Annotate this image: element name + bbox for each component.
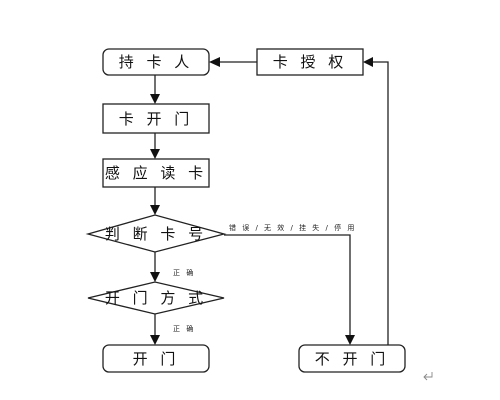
node-judge: 判 断 卡 号 xyxy=(85,214,227,253)
node-no-open-label: 不 开 门 xyxy=(315,350,390,368)
edge-no-open-to-authorize xyxy=(372,61,389,345)
arrowhead-to-authorize xyxy=(363,57,373,67)
node-holder-label: 持 卡 人 xyxy=(119,53,194,71)
node-read-card: 感 应 读 卡 xyxy=(102,158,210,188)
node-authorize: 卡 授 权 xyxy=(256,48,364,76)
node-no-open: 不 开 门 xyxy=(298,344,406,373)
node-read-card-label: 感 应 读 卡 xyxy=(105,164,207,182)
node-mode-label: 开 门 方 式 xyxy=(105,289,207,307)
arrowhead-open-card-to-read-card xyxy=(150,149,160,159)
arrowhead-holder-to-open-card xyxy=(150,94,160,104)
node-authorize-label: 卡 授 权 xyxy=(273,53,348,71)
arrowhead-mode-to-open xyxy=(150,335,160,345)
edge-label-judge-to-mode: 正 确 xyxy=(173,268,195,277)
node-open-label: 开 门 xyxy=(133,350,180,368)
edge-label-judge-to-no-open: 错 误 / 无 效 / 挂 失 / 停 用 xyxy=(229,223,356,232)
arrowhead-authorize-to-holder xyxy=(209,57,220,67)
edge-label-mode-to-open: 正 确 xyxy=(173,324,195,333)
arrowhead-judge-to-no-open xyxy=(345,335,355,345)
arrowhead-judge-to-mode xyxy=(150,272,160,282)
node-open-card: 卡 开 门 xyxy=(102,103,210,134)
node-holder: 持 卡 人 xyxy=(102,48,210,76)
edge-judge-to-no-open xyxy=(224,234,351,336)
node-open: 开 门 xyxy=(102,344,210,373)
node-judge-label: 判 断 卡 号 xyxy=(105,225,207,243)
node-open-card-label: 卡 开 门 xyxy=(119,110,194,128)
arrowhead-read-card-to-judge xyxy=(150,205,160,215)
node-mode: 开 门 方 式 xyxy=(87,281,225,315)
return-mark-icon xyxy=(423,372,433,381)
